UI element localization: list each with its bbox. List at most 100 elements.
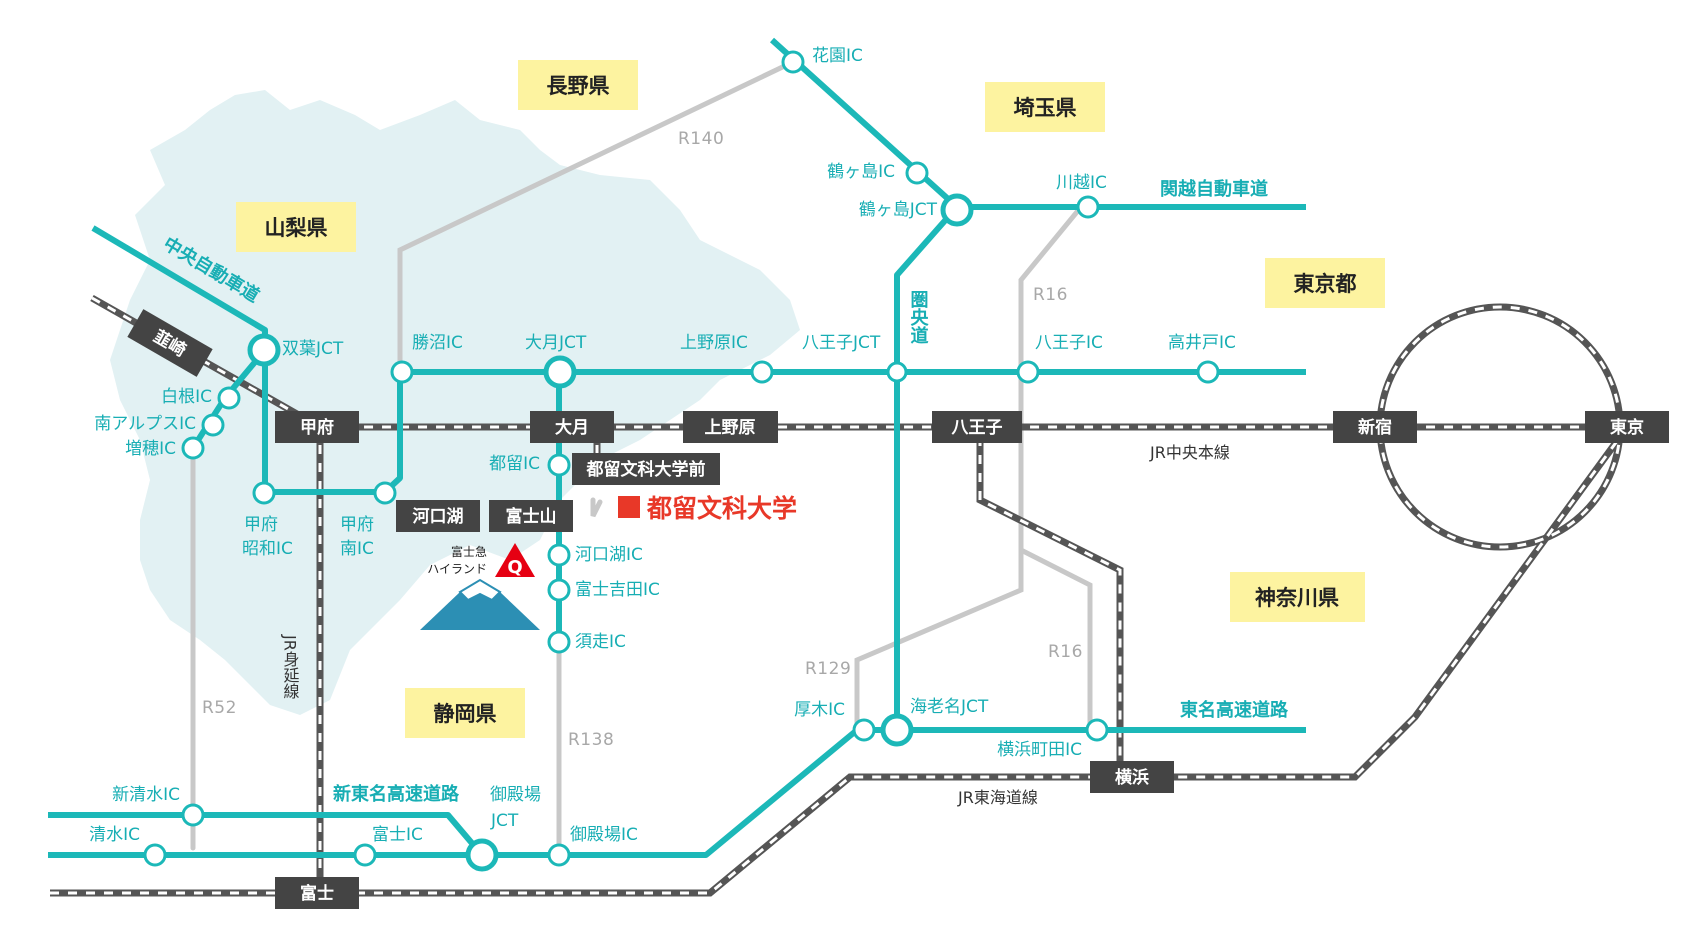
subashiri-ic-node <box>547 630 571 654</box>
hachioji-ic-node <box>1016 360 1040 384</box>
katsunuma-ic-label: 勝沼IC <box>412 333 463 353</box>
tokaido-line-label: JR東海道線 <box>957 788 1038 807</box>
shintomei-expressway-label: 新東名高速道路 <box>333 783 460 805</box>
subashiri-ic-label: 須走IC <box>575 632 626 652</box>
kawaguchiko-ic-node <box>547 543 571 567</box>
route-16-north-line <box>854 204 1084 728</box>
gotemba-jct-node <box>465 838 499 872</box>
kofu-showa-ic-node <box>252 481 276 505</box>
route-129-label: R129 <box>805 659 851 679</box>
nagano-label: 長野県 <box>547 74 610 98</box>
tomei-expressway-label: 東名高速道路 <box>1180 699 1289 721</box>
route-labels: R140 R16 R16 R129 R52 R138 <box>202 129 1083 750</box>
gotemba-jct-label-1: 御殿場 <box>490 785 541 805</box>
hachioji-jct-node <box>886 361 908 383</box>
kofu-minami-ic-node <box>373 481 397 505</box>
hanazono-ic-label: 花園IC <box>812 46 863 66</box>
kofu-minami-ic-label-1: 甲府 <box>340 515 374 535</box>
hanazono-ic-node <box>781 50 805 74</box>
shirane-ic-node <box>217 386 241 410</box>
tsuru-ic-label: 都留IC <box>489 454 540 474</box>
kawagoe-ic-label: 川越IC <box>1056 173 1107 193</box>
kofu-station-label: 甲府 <box>300 417 334 438</box>
shinshimizu-ic-node <box>181 803 205 827</box>
kanagawa-label: 神奈川県 <box>1255 586 1339 610</box>
ebina-jct-label: 海老名JCT <box>910 697 989 717</box>
tokyo-station-label: 東京 <box>1610 417 1644 438</box>
university-marker: 都留文科大学 <box>618 494 797 523</box>
tsurugashima-ic-label: 鶴ヶ島IC <box>827 162 895 182</box>
yokohama-machida-ic-node <box>1085 718 1109 742</box>
minami-alps-ic-node <box>201 413 225 437</box>
fuji-ic-node <box>353 843 377 867</box>
tsuru-bunka-station-label: 都留文科大学前 <box>586 459 706 480</box>
prefecture-labels: 長野県 埼玉県 山梨県 東京都 神奈川県 静岡県 <box>236 60 1385 738</box>
gotemba-ic-node <box>547 843 571 867</box>
station-boxes: 韮崎 甲府 大月 上野原 八王子 新宿 東京 都留文科大学前 河口湖 富士山 横… <box>127 309 1669 909</box>
rail-line-labels: JR中央本線 JR東海道線 JR身延線 <box>281 443 1230 807</box>
route-140-label: R140 <box>678 129 724 149</box>
masuho-ic-label: 増穂IC <box>125 439 176 459</box>
otsuki-jct-label: 大月JCT <box>525 333 587 353</box>
gotemba-ic-label: 御殿場IC <box>570 825 638 845</box>
kofu-showa-ic-label-2: 昭和IC <box>242 539 293 559</box>
fuji-station-label: 富士 <box>300 883 334 904</box>
fuji-yoshida-ic-label: 富士吉田IC <box>575 580 660 600</box>
mount-fuji-icon <box>420 578 540 630</box>
fujisan-station-label: 富士山 <box>506 506 557 527</box>
uenohara-ic-node <box>750 360 774 384</box>
kofu-showa-ic-label-1: 甲府 <box>244 515 278 535</box>
route-140-line <box>397 59 796 375</box>
katsunuma-ic-node <box>390 360 414 384</box>
shimizu-ic-node <box>143 843 167 867</box>
shinjuku-station-label: 新宿 <box>1358 417 1392 438</box>
takaido-ic-label: 高井戸IC <box>1168 333 1236 353</box>
national-routes <box>190 59 1093 851</box>
interchange-labels: 花園IC 鶴ヶ島IC 鶴ヶ島JCT 川越IC 双葉JCT 白根IC 南アルプスI… <box>89 46 1236 845</box>
fuji-yoshida-ic-node <box>547 578 571 602</box>
hachioji-ic-label: 八王子IC <box>1035 333 1103 353</box>
minami-alps-ic-label: 南アルプスIC <box>94 414 196 434</box>
tsuru-ic-node <box>547 453 571 477</box>
otsuki-station-label: 大月 <box>555 417 589 438</box>
fujiq-label-1: 富士急 <box>451 544 487 559</box>
chuo-main-line-label: JR中央本線 <box>1149 443 1230 462</box>
kofu-minami-ic-label-2: 南IC <box>340 539 374 559</box>
route-16-south-line <box>1018 547 1093 728</box>
ken-o-expressway-label: 圏央道 <box>908 290 929 344</box>
yamanashi-label: 山梨県 <box>265 216 328 240</box>
route-r-line-hub <box>590 497 603 518</box>
kawagoe-ic-node <box>1076 195 1100 219</box>
futaba-jct-label: 双葉JCT <box>282 339 344 359</box>
fujiq-highland-icon: 富士急 ハイランド Q <box>427 543 535 578</box>
hachioji-station-label: 八王子 <box>952 418 1003 438</box>
shizuoka-label: 静岡県 <box>434 702 497 726</box>
gotemba-jct-label-2: JCT <box>490 811 519 831</box>
futaba-jct-node <box>247 333 281 367</box>
shinshimizu-ic-label: 新清水IC <box>112 785 180 805</box>
kawaguchiko-station-label: 河口湖 <box>413 507 464 527</box>
tsurugashima-ic-node <box>905 161 929 185</box>
uenohara-ic-label: 上野原IC <box>680 333 748 353</box>
shimizu-ic-label: 清水IC <box>89 825 140 845</box>
minobu-line-label: JR身延線 <box>281 634 300 699</box>
tsurugashima-jct-label: 鶴ヶ島JCT <box>859 200 938 220</box>
kawaguchiko-ic-label: 河口湖IC <box>575 545 643 565</box>
route-52-label: R52 <box>202 698 237 718</box>
atsugi-ic-node <box>852 718 876 742</box>
ebina-jct-node <box>880 713 914 747</box>
fujiq-label-2: ハイランド <box>427 562 487 576</box>
ken-o-expressway-line <box>48 205 960 858</box>
takaido-ic-node <box>1196 360 1220 384</box>
university-label: 都留文科大学 <box>646 494 797 523</box>
interchange-nodes <box>143 50 1220 872</box>
route-138-label: R138 <box>568 730 614 750</box>
saitama-label: 埼玉県 <box>1014 96 1077 120</box>
atsugi-ic-label: 厚木IC <box>794 700 845 720</box>
fuji-ic-label: 富士IC <box>372 825 423 845</box>
yokohama-station-label: 横浜 <box>1115 767 1149 788</box>
route-16-south-label: R16 <box>1048 642 1083 662</box>
tokyo-label: 東京都 <box>1294 272 1357 296</box>
masuho-ic-node <box>181 436 205 460</box>
